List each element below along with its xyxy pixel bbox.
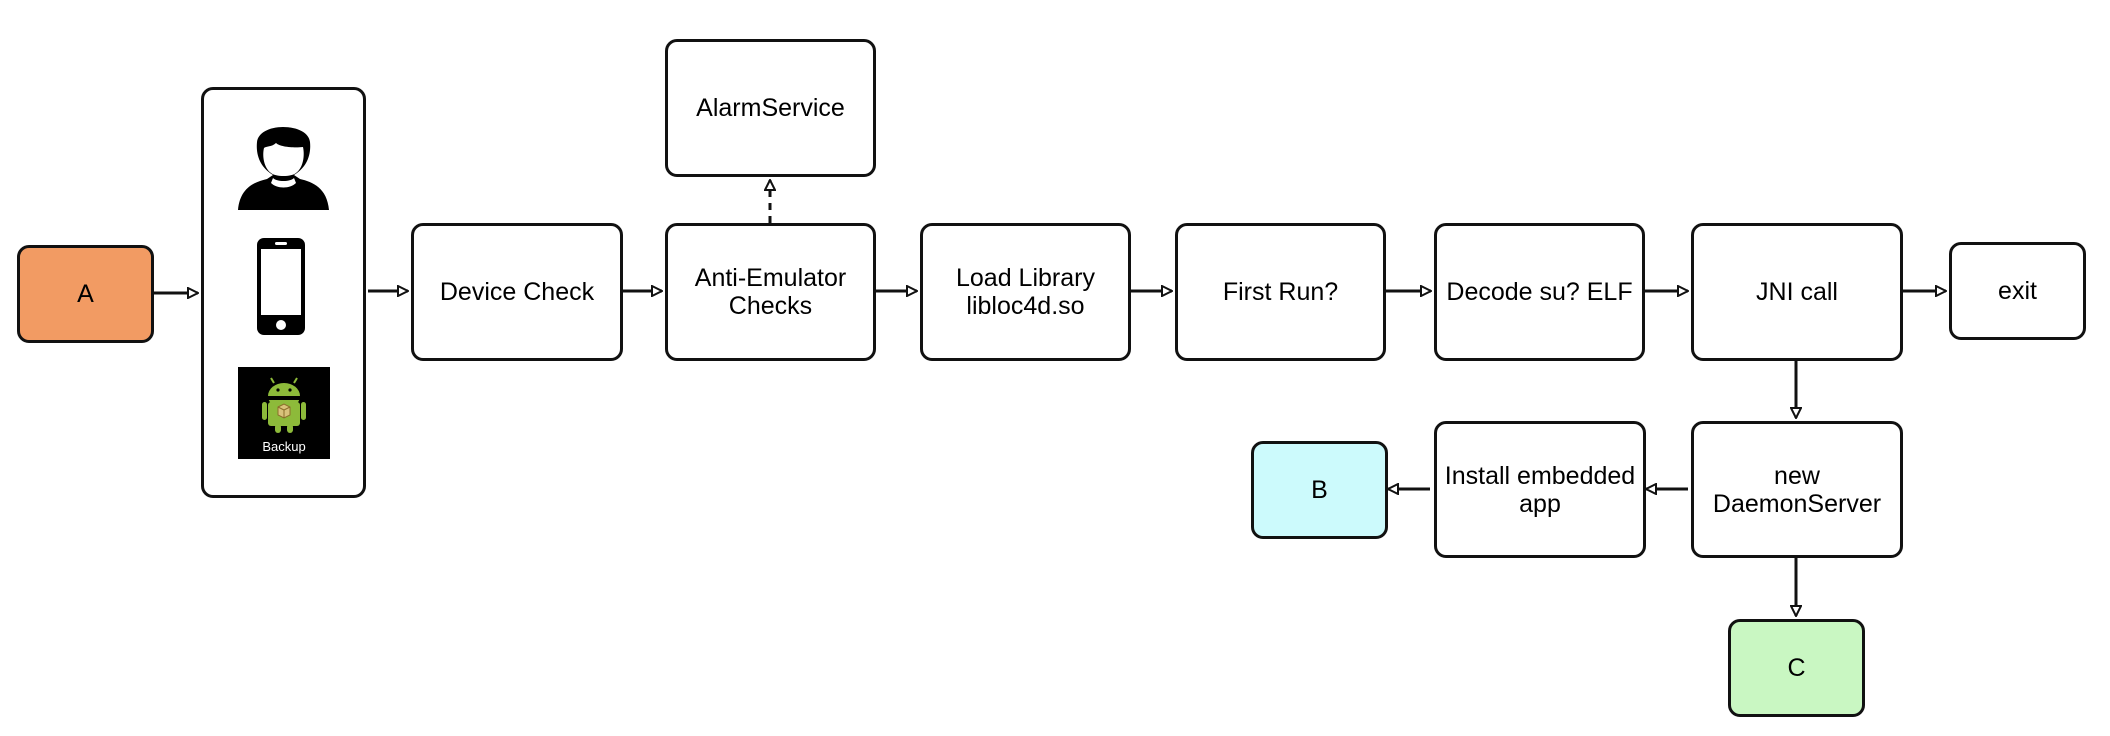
node-c: C — [1728, 619, 1865, 717]
node-install-app: Install embedded app — [1434, 421, 1646, 558]
node-first-run: First Run? — [1175, 223, 1386, 361]
node-device-check: Device Check — [411, 223, 623, 361]
node-jni-call: JNI call — [1691, 223, 1903, 361]
android-backup-icon: Backup — [238, 367, 330, 459]
user-icon — [238, 127, 329, 210]
node-alarm-service: AlarmService — [665, 39, 876, 177]
smartphone-icon — [257, 238, 305, 335]
node-a: A — [17, 245, 154, 343]
backup-label: Backup — [262, 439, 305, 454]
node-load-library: Load Library libloc4d.so — [920, 223, 1131, 361]
node-decode-su: Decode su? ELF — [1434, 223, 1645, 361]
node-exit: exit — [1949, 242, 2086, 340]
node-b: B — [1251, 441, 1388, 539]
node-anti-emulator: Anti-Emulator Checks — [665, 223, 876, 361]
node-daemon-server: new DaemonServer — [1691, 421, 1903, 558]
